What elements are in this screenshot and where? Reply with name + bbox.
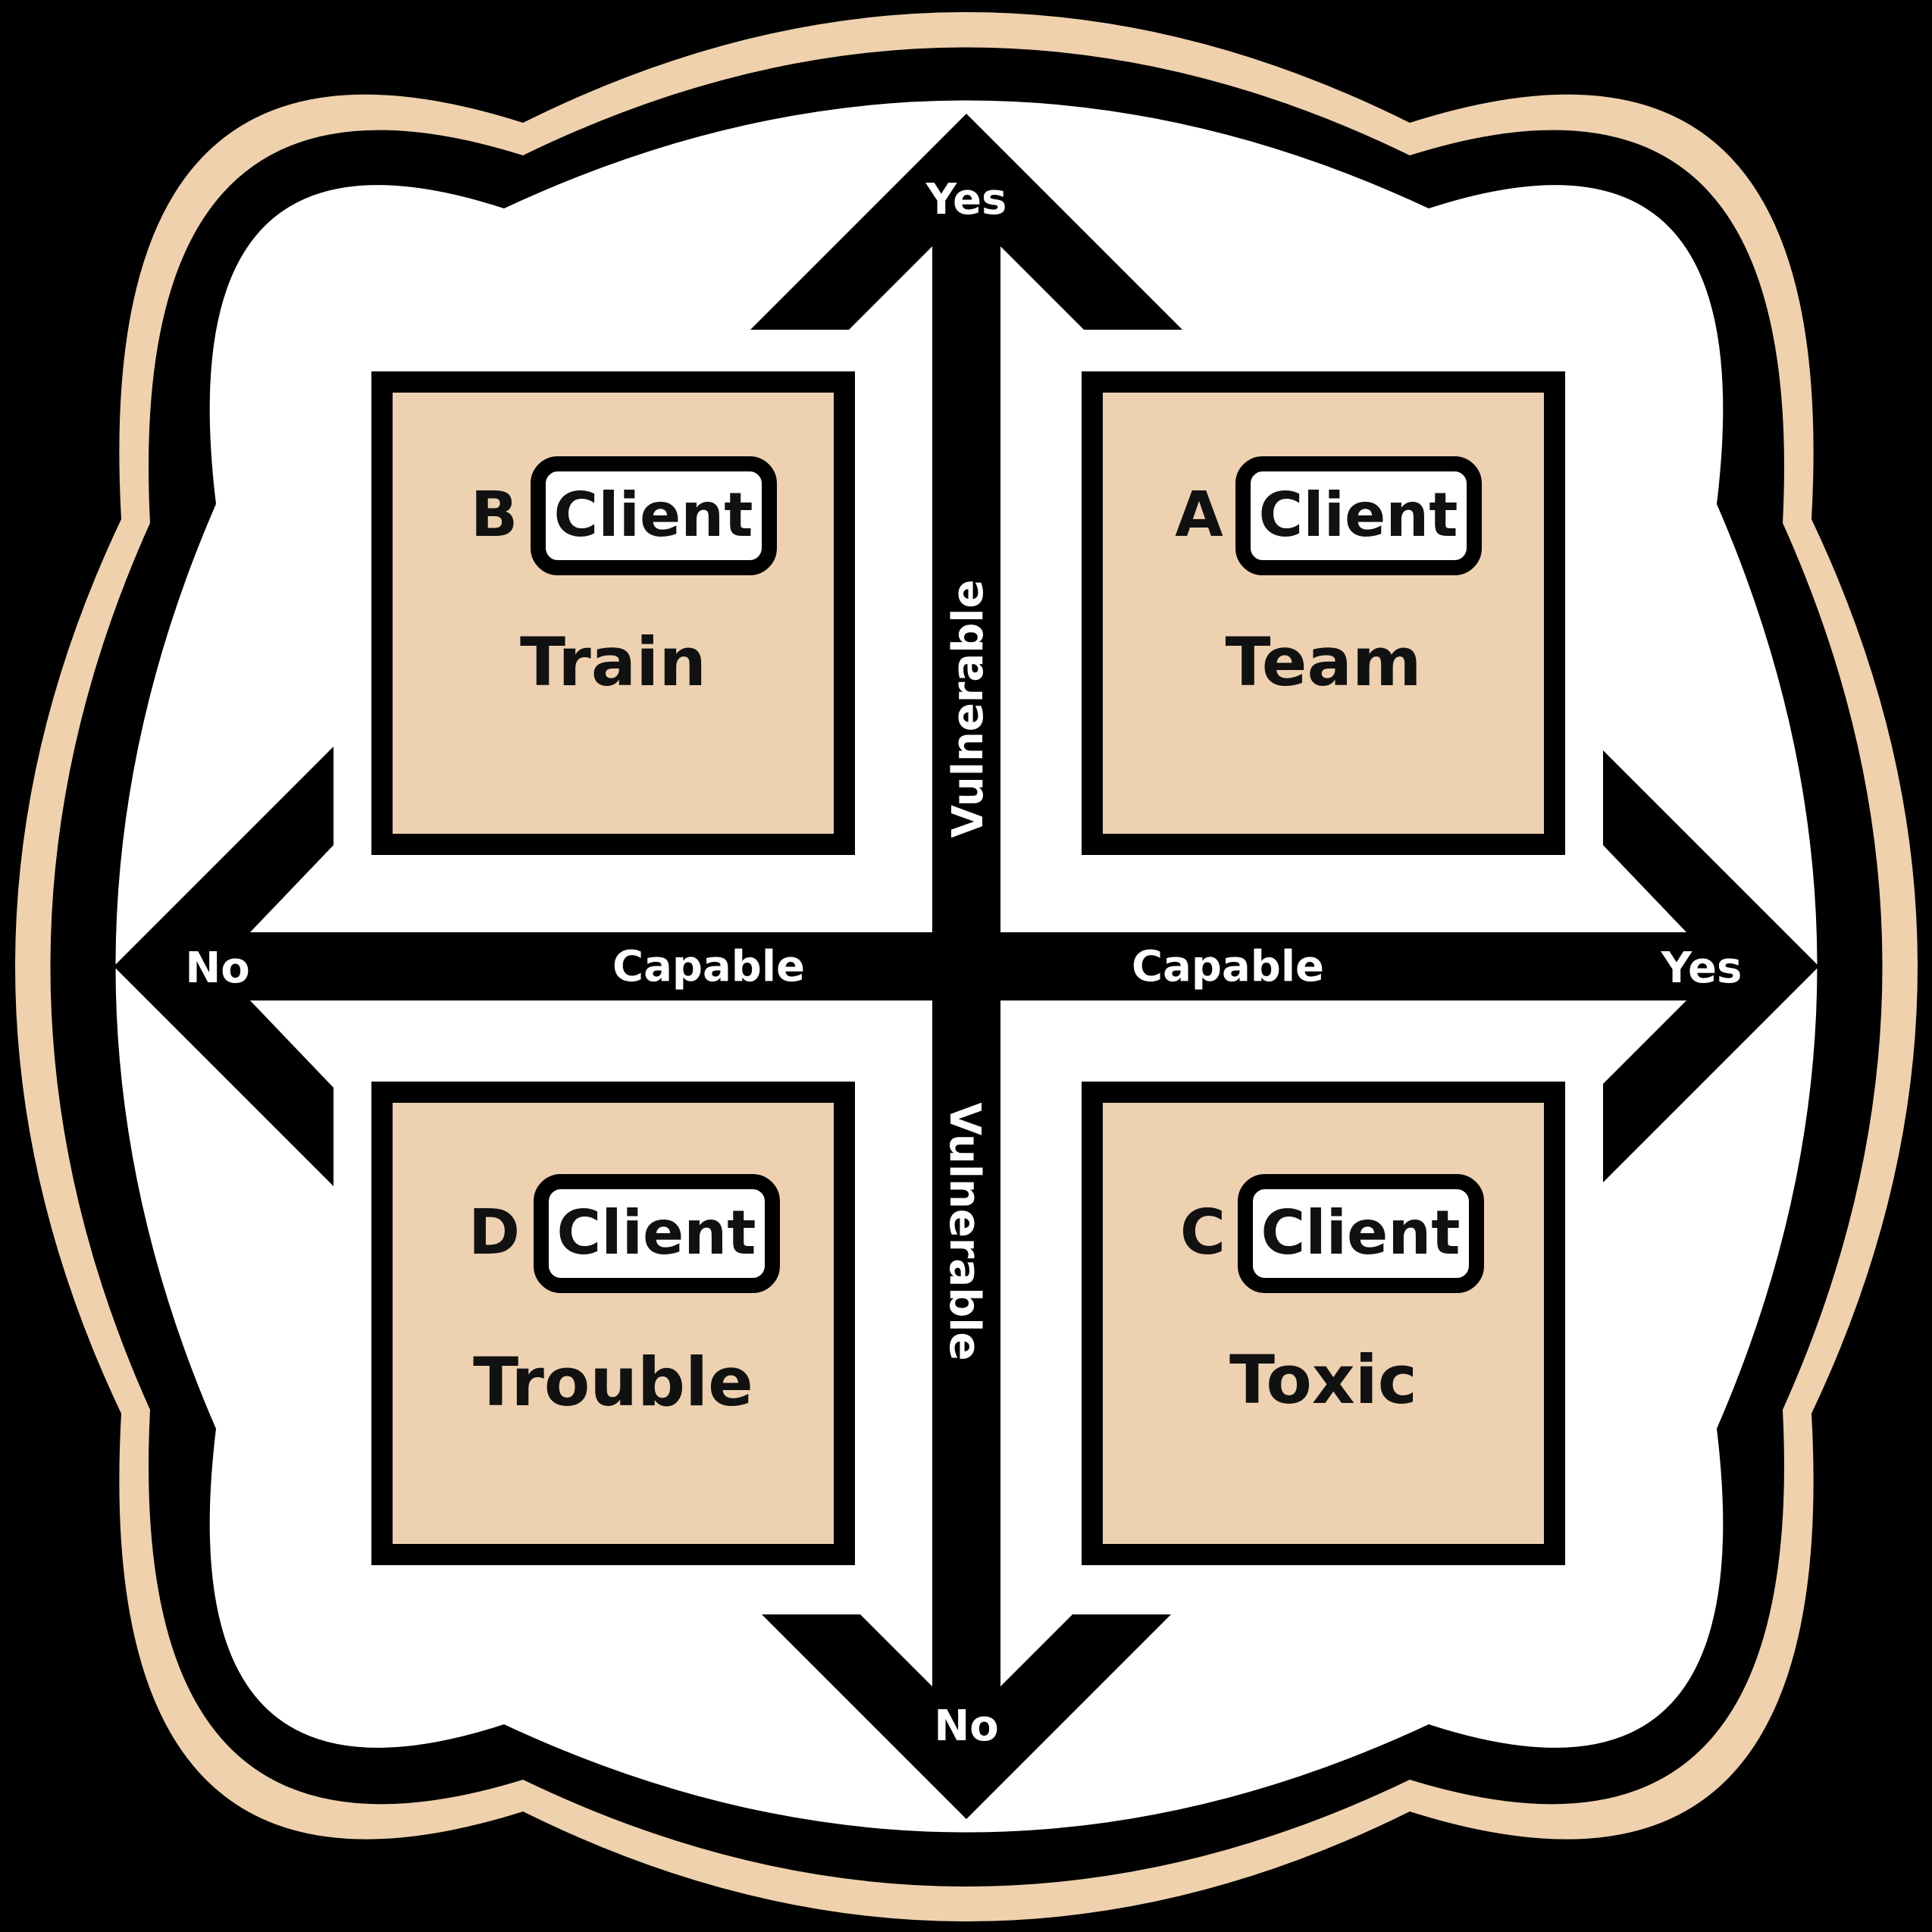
client-badge-label: Client xyxy=(1258,480,1458,550)
vertical-axis-top-label: Yes xyxy=(925,175,1007,224)
client-badge-label: Client xyxy=(556,1198,756,1268)
quadrant-word: Train xyxy=(520,623,706,701)
quadrant-box xyxy=(1082,371,1565,855)
client-badge xyxy=(1238,1174,1484,1293)
arrowhead-down xyxy=(762,1614,1171,1819)
horizontal-axis-name-left: Capable xyxy=(612,942,805,991)
client-badge-label: Client xyxy=(553,480,753,550)
arrowhead-up xyxy=(750,114,1182,330)
quadrant-word: Toxic xyxy=(1229,1341,1417,1419)
quadrant-bottom-left: D Client Trouble xyxy=(371,1082,855,1565)
horizontal-axis-right-label: Yes xyxy=(1661,944,1743,993)
quadrant-word: Team xyxy=(1225,623,1421,701)
quadrant-top-right: A Client Team xyxy=(1082,371,1565,855)
client-badge-label: Client xyxy=(1260,1198,1460,1268)
vertical-axis-name-bottom: Vulnerable xyxy=(940,1103,989,1361)
arrowhead-right xyxy=(1603,750,1819,1182)
horizontal-axis-left-label: No xyxy=(185,944,249,993)
horizontal-axis-name-right: Capable xyxy=(1132,942,1324,991)
arrowhead-left xyxy=(114,747,333,1186)
horizontal-axis-line xyxy=(227,932,1694,1000)
vertical-axis-name-top: Vulnerable xyxy=(944,580,993,838)
client-badge xyxy=(531,456,777,575)
quadrant-box xyxy=(371,371,855,855)
quadrant-bottom-right: C Client Toxic xyxy=(1082,1082,1565,1565)
quadrant-box xyxy=(371,1082,855,1565)
quadrant-letter: B xyxy=(471,479,518,551)
quadrant-letter: C xyxy=(1180,1197,1226,1269)
quadrant-top-left: B Client Train xyxy=(371,371,855,855)
vertical-axis-bottom-label: No xyxy=(934,1702,998,1751)
quadrant-word: Trouble xyxy=(473,1343,753,1421)
client-badge xyxy=(534,1174,780,1293)
client-badge xyxy=(1235,456,1482,575)
quadrant-letter: D xyxy=(468,1197,520,1269)
quadrant-letter: A xyxy=(1175,479,1223,551)
quadrant-box xyxy=(1082,1082,1565,1565)
